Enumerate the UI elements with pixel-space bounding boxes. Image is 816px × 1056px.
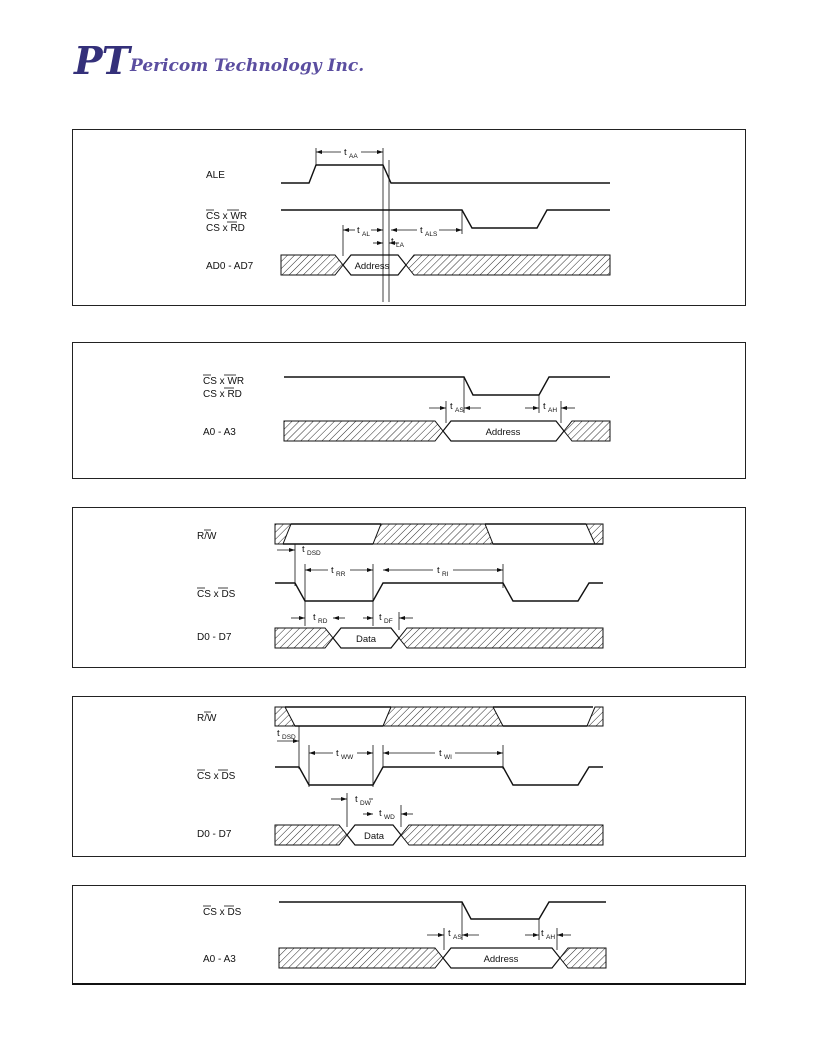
bus-hatch-left [280,254,344,276]
timing-label-tdsd: t [302,544,305,555]
bus-address-label: Address [355,261,390,272]
timing-sub-tdw: DW [360,800,372,807]
signal-label-rw: R/W [197,531,217,542]
timing-label-trr: t [331,565,334,576]
timing-label-tas: t [450,401,453,412]
timing-diagram-2-svg: CS x WR CS x RD A0 - A3 Address t AS t A… [203,374,611,442]
bus-hatch-right [405,254,611,276]
timing-label-tals: t [420,225,423,236]
timing-diagram-5-svg: CS x DS A0 - A3 Address t AS t AH [203,901,607,969]
timing-label-taa: t [344,147,347,158]
bus-hatch-left [274,824,348,846]
bus-hatch-right [563,420,611,442]
bus-hatch-right [559,947,607,969]
timing-sub-tal: AL [362,231,370,238]
rw-hatch-1 [274,523,292,545]
signal-label-a0-a3: A0 - A3 [203,954,236,965]
timing-sub-tdf: DF [384,618,393,625]
signal-label-ad: AD0 - AD7 [206,261,254,272]
footer-rule [72,983,746,985]
timing-label-tla: t [391,236,394,247]
rw-hatch-2 [372,523,494,545]
signal-label-cs-ds: CS x DS [203,907,242,918]
signal-label-rw: R/W [197,713,217,724]
timing-diagram-4: R/W CS x DS D0 - D7 Data t DSD [72,696,746,857]
signal-label-d0-d7: D0 - D7 [197,829,232,840]
signal-label-cs-ds: CS x DS [197,771,236,782]
rw-hatch-2 [382,706,504,727]
timing-label-tah: t [541,928,544,939]
timing-sub-twd: WD [384,814,395,821]
rw-hatch-1 [274,706,296,727]
signal-label-cs-wr: CS x WR [206,211,247,222]
bus-hatch-right [400,824,604,846]
cs-ds-waveform [275,582,603,602]
timing-diagram-1-svg: ALE CS x WR CS x RD AD0 - AD7 Address t … [206,147,611,302]
timing-label-twd: t [379,808,382,819]
bus-address-label: Address [484,954,519,965]
timing-sub-tww: WW [341,754,354,761]
timing-sub-tas: AS [455,407,464,414]
bus-data-label: Data [364,831,385,842]
timing-sub-tdsd: DSD [307,550,321,557]
timing-diagram-3-svg: R/W CS x DS D0 - D7 Data t DSD [197,523,604,649]
rw-hatch-3 [585,523,604,545]
timing-diagram-5: CS x DS A0 - A3 Address t AS t AH [72,885,746,983]
signal-label-ale: ALE [206,170,225,181]
cs-waveform [281,209,610,229]
timing-sub-tah: AH [546,934,555,941]
timing-label-twi: t [439,748,442,759]
timing-sub-trr: RR [336,571,346,578]
signal-label-a0-a3: A0 - A3 [203,427,236,438]
bus-hatch-left [283,420,444,442]
timing-diagram-4-svg: R/W CS x DS D0 - D7 Data t DSD [197,706,604,846]
company-name: Pericom Technology Inc. [130,56,365,76]
signal-label-cs-rd: CS x RD [203,389,242,400]
bus-hatch-left [274,627,334,649]
timing-label-tal: t [357,225,360,236]
timing-label-tdw: t [355,794,358,805]
timing-diagram-1: ALE CS x WR CS x RD AD0 - AD7 Address t … [72,129,746,306]
bus-hatch-right [398,627,604,649]
timing-label-tas: t [448,928,451,939]
timing-label-tri: t [437,565,440,576]
timing-label-tww: t [336,748,339,759]
timing-diagram-3: R/W CS x DS D0 - D7 Data t DSD [72,507,746,668]
timing-label-tdsd: t [277,728,280,739]
signal-label-cs-ds: CS x DS [197,589,236,600]
bus-data-label: Data [356,634,377,645]
timing-label-trd: t [313,612,316,623]
cs-ds-waveform [279,901,606,920]
timing-sub-tas: AS [453,934,462,941]
timing-sub-taa: AA [349,153,358,160]
cs-ds-waveform [275,766,603,786]
timing-label-tah: t [543,401,546,412]
timing-sub-tah: AH [548,407,557,414]
timing-sub-trd: RD [318,618,328,625]
signal-label-cs-rd: CS x RD [206,223,245,234]
timing-sub-tri: RI [442,571,449,578]
timing-sub-tla: LA [396,242,405,249]
logo-mark: PT [74,38,130,83]
timing-diagram-2: CS x WR CS x RD A0 - A3 Address t AS t A… [72,342,746,479]
timing-sub-twi: WI [444,754,452,761]
cs-waveform [284,376,610,396]
timing-sub-tals: ALS [425,231,438,238]
timing-label-tdf: t [379,612,382,623]
rw-hatch-3 [586,706,604,727]
bus-hatch-left [278,947,444,969]
signal-label-cs-wr: CS x WR [203,376,244,387]
bus-address-label: Address [486,427,521,438]
timing-sub-tdsd: DSD [282,734,296,741]
signal-label-d0-d7: D0 - D7 [197,632,232,643]
ale-waveform [281,164,610,184]
